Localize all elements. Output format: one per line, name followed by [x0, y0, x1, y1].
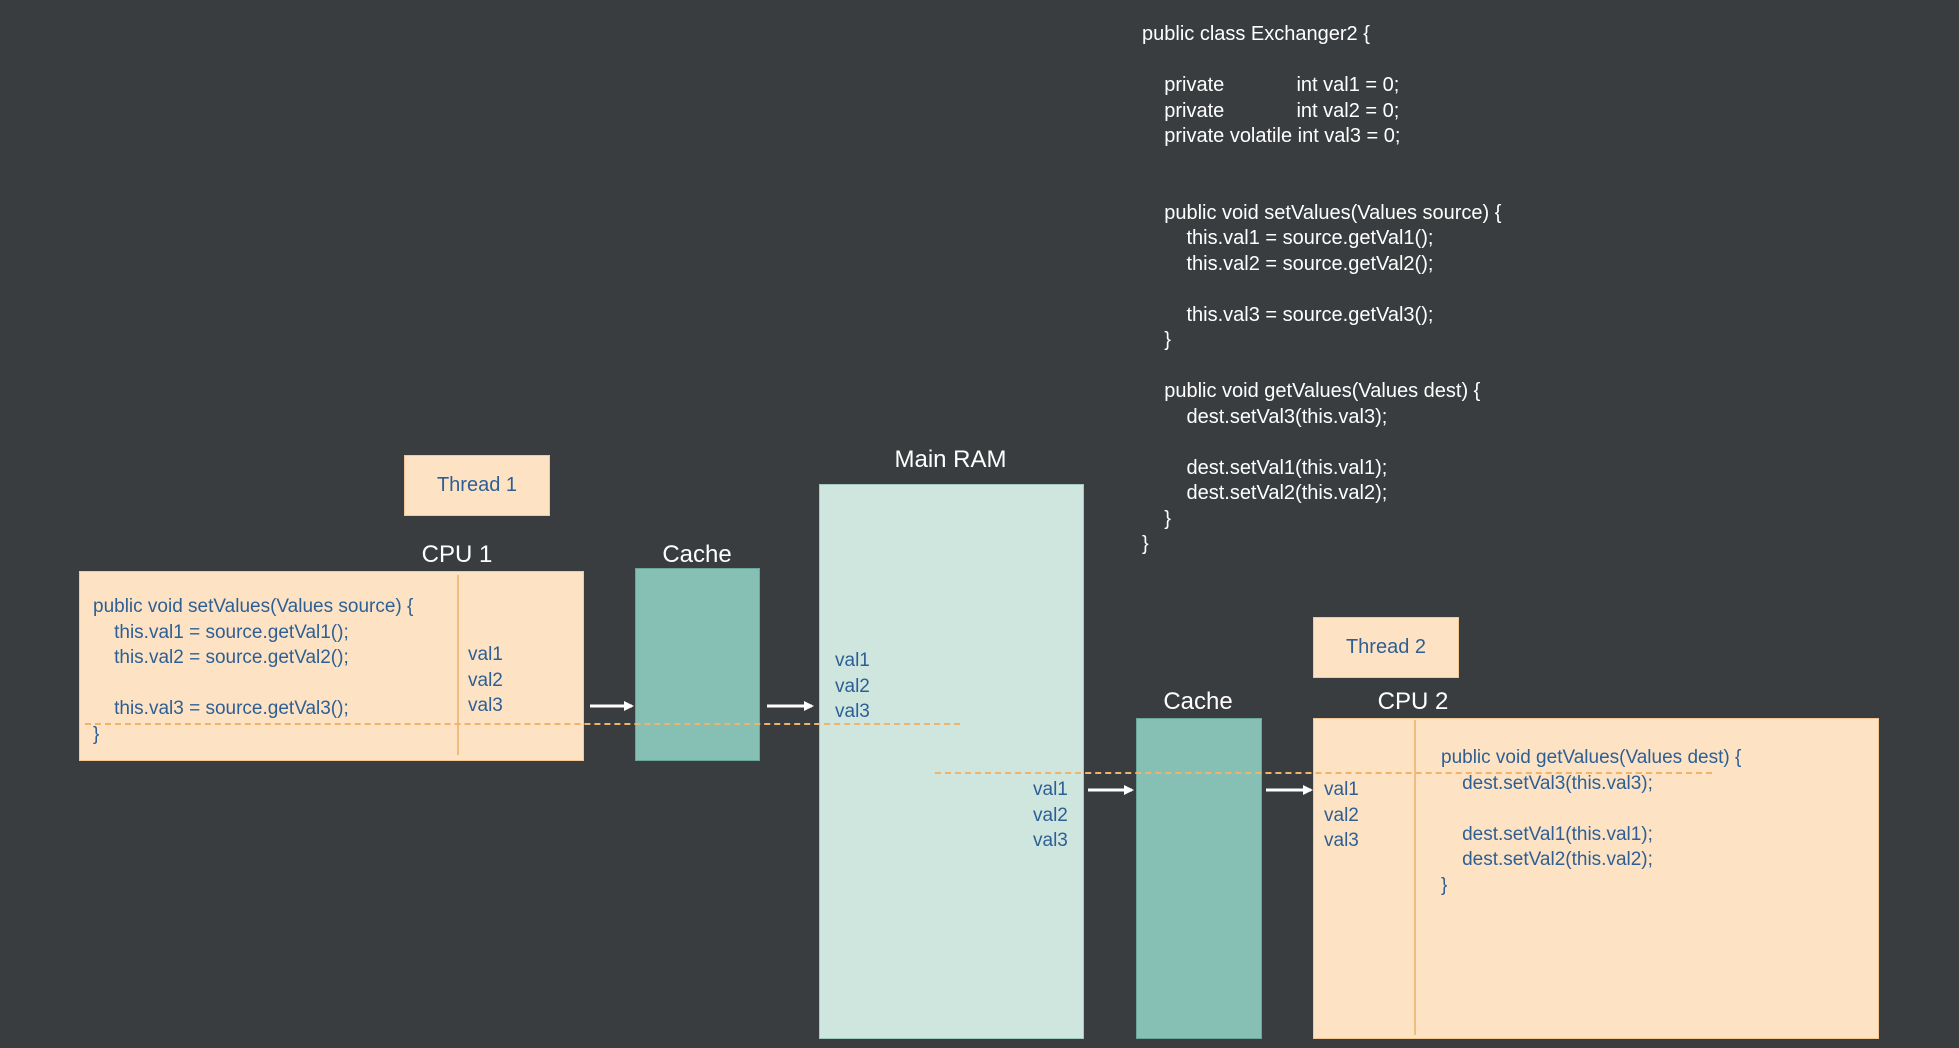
main-ram-title: Main RAM — [894, 446, 1007, 473]
cpu-2-title: CPU 2 — [1377, 688, 1449, 715]
ram-value: val3 — [835, 701, 870, 722]
code-line: dest.setVal2(this.val2); — [1142, 482, 1388, 504]
code-line: } — [1142, 507, 1171, 530]
dashed-line-thread-2 — [935, 772, 1712, 774]
code-line: dest.setVal1(this.val1); — [1142, 456, 1388, 479]
main-ram-box — [819, 484, 1084, 1039]
cpu-2-code-line: } — [1441, 874, 1448, 896]
cache-1-box — [635, 568, 760, 761]
cpu-2-box — [1313, 718, 1879, 1039]
ram-value: val2 — [835, 675, 870, 697]
cpu-2-value: val1 — [1324, 779, 1359, 800]
cpu-1-divider — [457, 575, 459, 755]
thread-2-box: Thread 2 — [1313, 617, 1459, 678]
ram-values-left: val1 val2 val3 — [835, 648, 870, 725]
cpu-1-code-line: public void setValues(Values source) { — [93, 596, 414, 617]
cpu-1-values: val1 val2 val3 — [468, 642, 503, 719]
cpu-1-code-line: this.val1 = source.getVal1(); — [93, 621, 349, 643]
cpu-1-value: val2 — [468, 669, 503, 691]
code-line: dest.setVal3(this.val3); — [1142, 405, 1388, 428]
thread-1-label: Thread 1 — [436, 474, 518, 496]
cpu-1-code-line: this.val2 = source.getVal2(); — [93, 647, 349, 668]
code-line: this.val2 = source.getVal2(); — [1142, 252, 1434, 275]
cache-2-title: Cache — [1163, 688, 1233, 715]
ram-value: val1 — [835, 650, 870, 671]
code-line: public void getValues(Values dest) { — [1142, 380, 1481, 402]
cpu-2-code-line: public void getValues(Values dest) { — [1441, 747, 1742, 768]
cpu-1-value: val3 — [468, 695, 503, 716]
code-line: this.val3 = source.getVal3(); — [1142, 303, 1434, 326]
cpu-2-code-line: dest.setVal3(this.val3); — [1441, 772, 1653, 794]
cache-1-title: Cache — [662, 541, 732, 568]
ram-value: val3 — [1033, 830, 1068, 851]
cache-2-box — [1136, 718, 1262, 1039]
cpu-2-value: val3 — [1324, 830, 1359, 851]
code-line: public void setValues(Values source) { — [1142, 201, 1502, 224]
cpu-2-divider — [1414, 720, 1416, 1035]
cpu-1-code: public void setValues(Values source) { t… — [93, 594, 413, 747]
ram-values-right: val1 val2 val3 — [1033, 777, 1068, 854]
thread-1-box: Thread 1 — [404, 455, 550, 516]
cpu-2-value: val2 — [1324, 804, 1359, 826]
code-line: private volatile int val3 = 0; — [1142, 125, 1401, 147]
code-line: } — [1142, 533, 1149, 555]
cpu-2-code-line: dest.setVal1(this.val1); — [1441, 823, 1653, 845]
cpu-2-values: val1 val2 val3 — [1324, 777, 1359, 854]
code-line: private int val1 = 0; — [1142, 74, 1400, 96]
cpu-1-value: val1 — [468, 644, 503, 665]
code-line: private int val2 = 0; — [1142, 99, 1400, 122]
code-line: public class Exchanger2 { — [1142, 23, 1370, 45]
cpu-1-box — [79, 571, 584, 761]
code-line: } — [1142, 329, 1171, 351]
cpu-2-code: public void getValues(Values dest) { des… — [1441, 745, 1741, 898]
cpu-1-code-line: this.val3 = source.getVal3(); — [93, 698, 349, 719]
cpu-1-code-line: } — [93, 723, 100, 745]
ram-value: val2 — [1033, 804, 1068, 826]
cpu-2-code-line: dest.setVal2(this.val2); — [1441, 849, 1653, 870]
cpu-1-title: CPU 1 — [421, 541, 493, 568]
thread-2-label: Thread 2 — [1345, 636, 1427, 658]
ram-value: val1 — [1033, 779, 1068, 800]
exchanger-code-listing: public class Exchanger2 { private int va… — [1142, 22, 1501, 558]
dashed-line-thread-1 — [85, 723, 960, 725]
code-line: this.val1 = source.getVal1(); — [1142, 227, 1434, 249]
